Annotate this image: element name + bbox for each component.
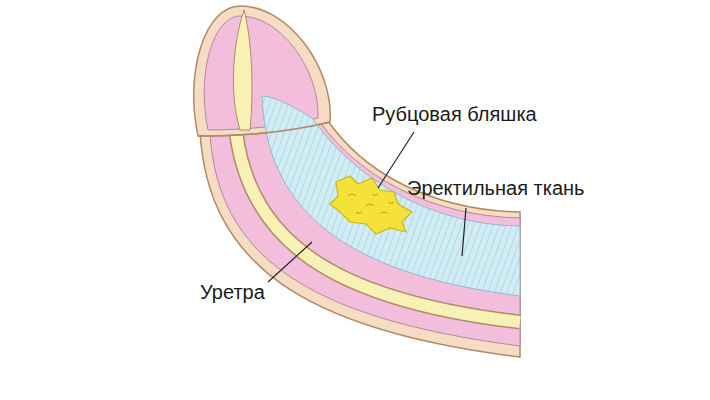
scar-plaque: [330, 176, 412, 234]
leader-line: [268, 242, 312, 282]
part-label: Рубцовая бляшка: [372, 102, 537, 126]
urethra-glans: [233, 10, 252, 130]
leader-line: [462, 208, 466, 256]
part-label: Эректильная ткань: [407, 176, 585, 200]
part-label: Уретра: [200, 280, 265, 304]
glans-rim: [198, 122, 330, 136]
plaque-texture: [348, 194, 394, 214]
